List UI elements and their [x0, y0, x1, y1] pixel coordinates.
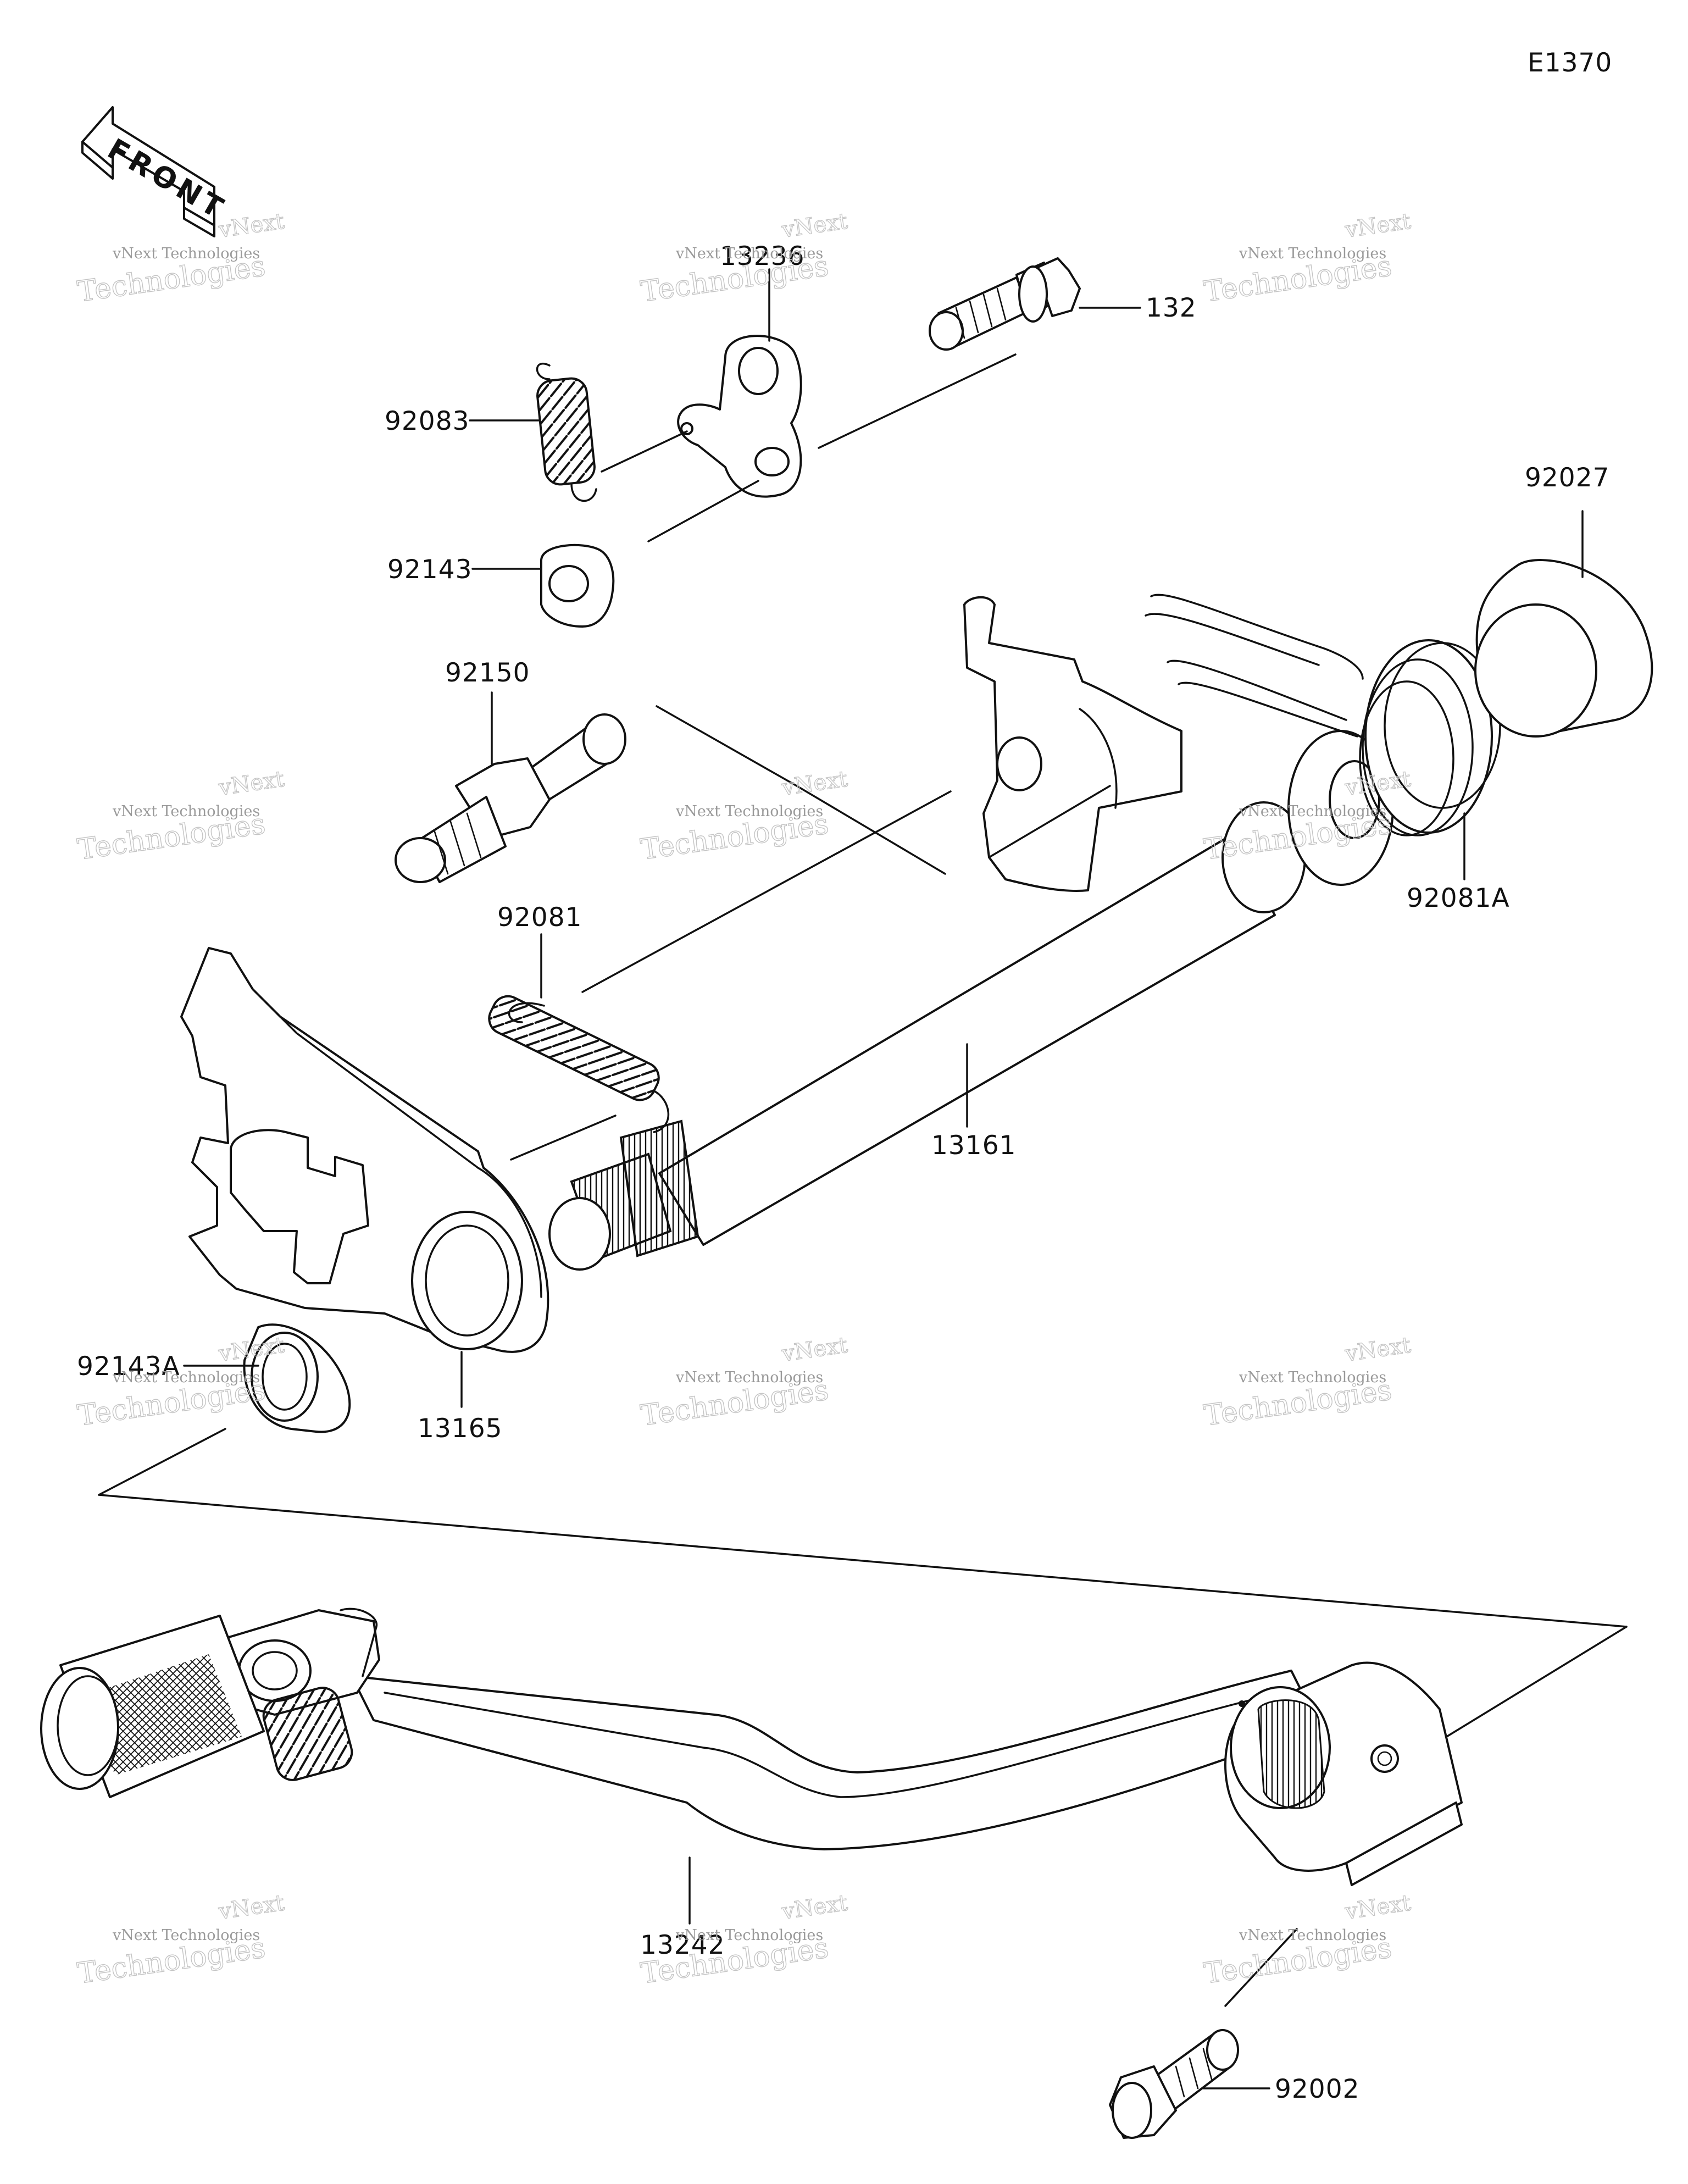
watermark-text-top: vNext: [1343, 209, 1412, 243]
diagram-code: E1370: [1528, 48, 1612, 78]
front-arrow-label: FRONT: [102, 132, 232, 226]
watermark-text-top: vNext: [780, 1891, 849, 1925]
watermark-text-small: vNext Technologies: [112, 245, 260, 262]
part-label-92143[interactable]: 92143: [387, 555, 473, 585]
bushing-92027-drawing: [1474, 559, 1653, 738]
watermark-text-top: vNext: [780, 767, 849, 801]
watermark-text-top: vNext: [216, 1891, 286, 1925]
watermark-text-top: vNext: [216, 209, 286, 243]
part-label-92081a[interactable]: 92081A: [1407, 883, 1510, 913]
spring-92081a-drawing: [1145, 594, 1501, 836]
bolt-92002-drawing: [1109, 2029, 1239, 2139]
shaft-13161-drawing: [548, 596, 1394, 1271]
part-label-13242[interactable]: 13242: [640, 1930, 725, 1960]
part-label-92081[interactable]: 92081: [497, 902, 582, 933]
part-label-132[interactable]: 132: [1146, 293, 1197, 323]
watermark-text-small: vNext Technologies: [1239, 1927, 1386, 1944]
watermark-text-small: vNext Technologies: [675, 803, 823, 820]
watermark-text-small: vNext Technologies: [675, 1927, 823, 1944]
front-arrow-icon: FRONT: [81, 106, 232, 237]
watermark-text-small: vNext Technologies: [112, 1927, 260, 1944]
plate-13236-drawing: [601, 335, 802, 542]
part-labels: E1370 132 13236 92083 92143 92027 92150 …: [77, 48, 1612, 2104]
plate-13165-drawing: [180, 947, 549, 1353]
part-label-13165[interactable]: 13165: [418, 1413, 503, 1444]
watermark-text-small: vNext Technologies: [112, 1369, 260, 1386]
part-label-92150[interactable]: 92150: [445, 658, 530, 688]
pedal-13242-drawing: [40, 1607, 1463, 1886]
watermark-text-top: vNext: [216, 767, 286, 801]
watermark-text-small: vNext Technologies: [675, 245, 823, 262]
part-label-92143a[interactable]: 92143A: [77, 1351, 180, 1382]
spring-92081-drawing: [488, 790, 952, 1161]
bolt-132-drawing: [818, 257, 1081, 449]
watermark-text-small: vNext Technologies: [675, 1369, 823, 1386]
watermark-text-top: vNext: [780, 209, 849, 243]
watermark-text-small: vNext Technologies: [1239, 1369, 1386, 1386]
watermark-text-top: vNext: [1343, 1891, 1412, 1925]
stud-92150-drawing: [395, 705, 946, 883]
washer-92143a-drawing: [243, 1323, 351, 1433]
watermark-text-small: vNext Technologies: [1239, 245, 1386, 262]
part-label-92083[interactable]: 92083: [385, 406, 470, 436]
watermark-text-small: vNext Technologies: [112, 803, 260, 820]
part-label-92027[interactable]: 92027: [1525, 463, 1610, 493]
leader-lines: [183, 268, 1584, 2089]
watermark-text-small: vNext Technologies: [1239, 803, 1386, 820]
part-label-92002[interactable]: 92002: [1275, 2074, 1360, 2104]
watermark-text-top: vNext: [780, 1333, 849, 1367]
watermark-text-top: vNext: [1343, 1333, 1412, 1367]
part-label-13236[interactable]: 13236: [720, 241, 805, 271]
spring-92083-drawing: [536, 362, 597, 502]
collar-92143-drawing: [540, 544, 615, 628]
assembly-lines: [98, 1428, 1628, 2007]
part-label-13161[interactable]: 13161: [931, 1130, 1017, 1161]
